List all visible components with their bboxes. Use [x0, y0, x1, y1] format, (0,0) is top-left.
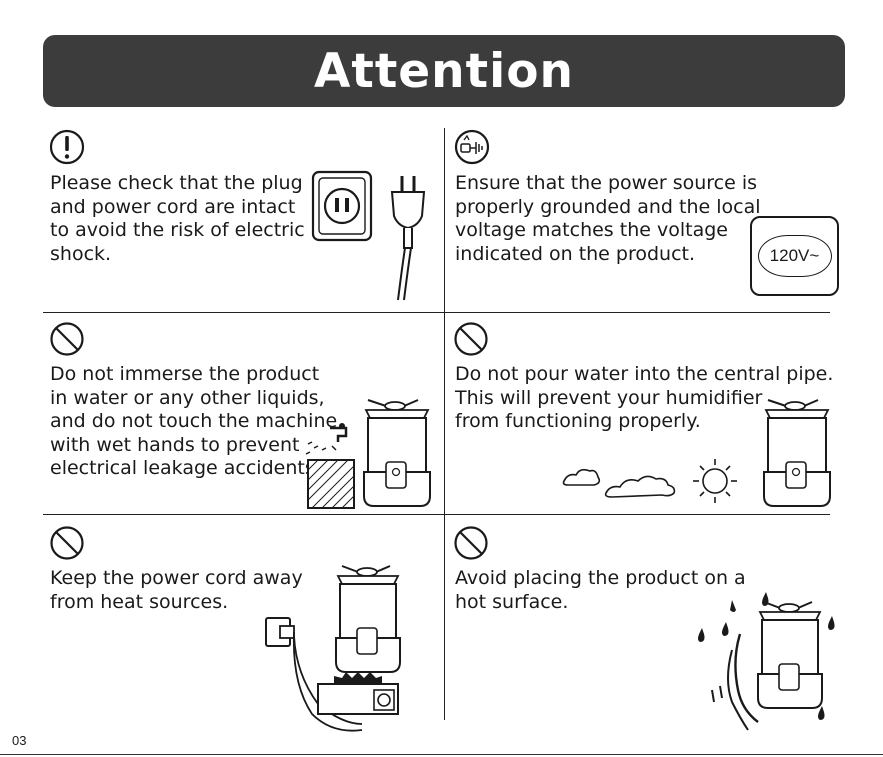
column-divider: [444, 128, 445, 720]
heat-source-illustration: [265, 565, 401, 732]
humidifier-illustration: [763, 399, 831, 507]
section-4-text: Do not pour water into the central pipe.…: [455, 363, 834, 432]
prohibited-icon: [454, 322, 488, 356]
page-number: 03: [12, 733, 27, 748]
section-5-text: Keep the power cord away from heat sourc…: [50, 567, 303, 613]
row-divider-2: [43, 514, 830, 515]
page-title: Attention: [314, 43, 574, 99]
title-banner: Attention: [43, 35, 845, 107]
row-divider-1: [43, 312, 830, 313]
voltage-badge-inner: 120V~: [757, 235, 832, 277]
clouds-and-sun-illustration: [562, 459, 737, 503]
section-1-text: Please check that the plug and power cor…: [50, 172, 305, 265]
faucet-and-water-illustration: [305, 423, 355, 509]
prohibited-icon: [50, 322, 84, 356]
prohibited-icon: [50, 526, 84, 560]
section-3-text: Do not immerse the product in water or a…: [50, 363, 338, 479]
voltage-label: 120V~: [769, 246, 820, 265]
outlet-and-plug-illustration: [311, 170, 426, 301]
grounding-icon: [454, 129, 490, 165]
section-2-text: Ensure that the power source is properly…: [455, 172, 761, 265]
voltage-badge: 120V~: [750, 216, 839, 296]
hot-surface-illustration: [698, 592, 835, 731]
humidifier-illustration: [363, 399, 431, 507]
prohibited-icon: [454, 526, 488, 560]
footer-rule: [0, 754, 883, 755]
section-6-text: Avoid placing the product on a hot surfa…: [455, 567, 746, 613]
warning-icon: [49, 129, 85, 165]
